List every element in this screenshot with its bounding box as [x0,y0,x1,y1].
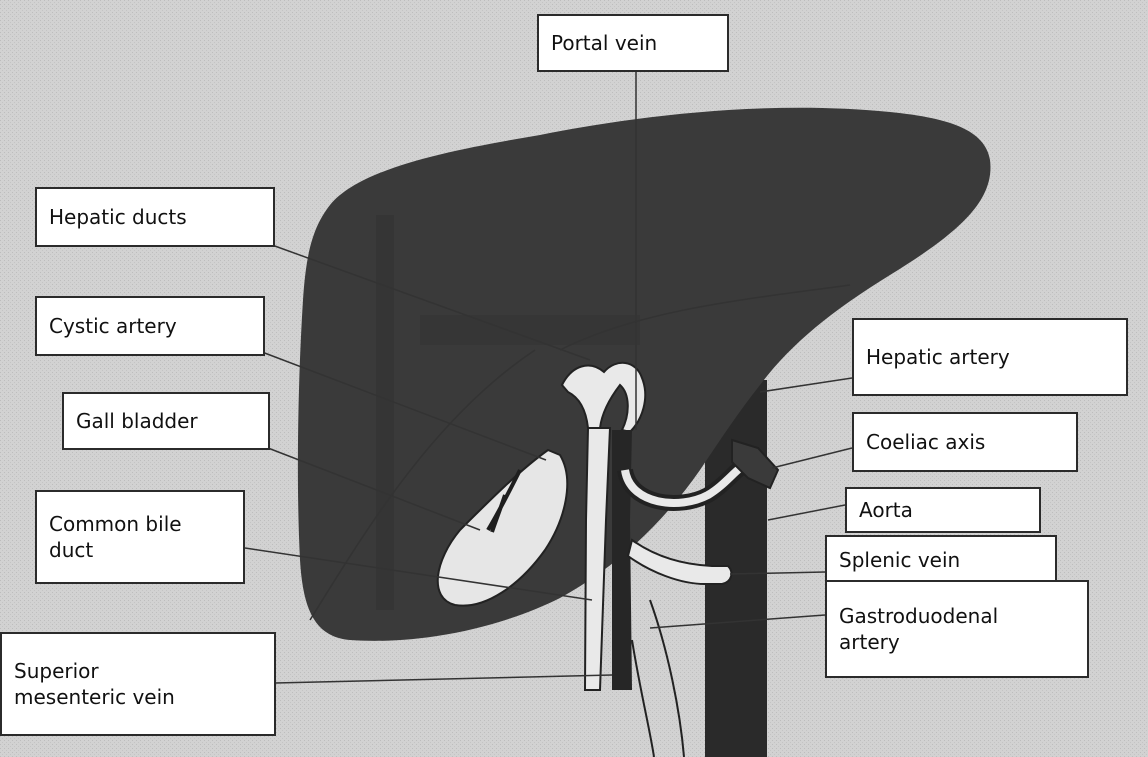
label-gastroduodenal-artery: Gastroduodenal artery [825,580,1089,678]
label-splenic-vein: Splenic vein [825,535,1057,585]
label-common-bile-duct: Common bile duct [35,490,245,584]
label-superior-mesenteric-vein: Superior mesenteric vein [0,632,276,736]
label-portal-vein: Portal vein [537,14,729,72]
label-cystic-artery: Cystic artery [35,296,265,356]
label-gall-bladder: Gall bladder [62,392,270,450]
label-hepatic-ducts: Hepatic ducts [35,187,275,247]
label-aorta: Aorta [845,487,1041,533]
portal-vein-shape [612,430,632,690]
label-coeliac-axis: Coeliac axis [852,412,1078,472]
label-hepatic-artery: Hepatic artery [852,318,1128,396]
